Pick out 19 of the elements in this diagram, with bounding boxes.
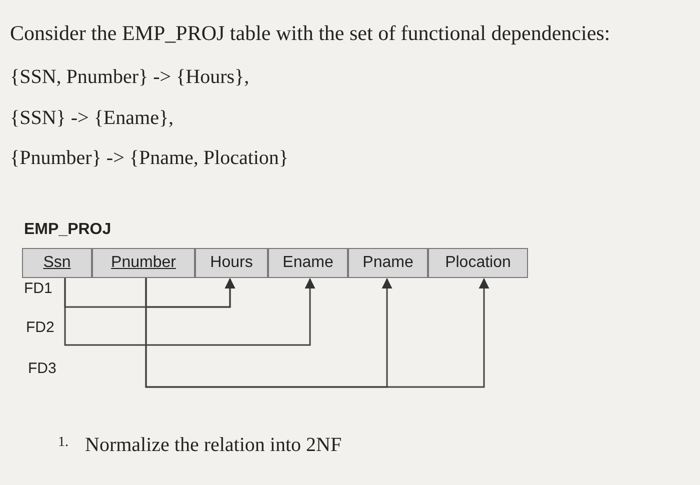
dependency-label: FD2 [26, 318, 54, 338]
table-name: EMP_PROJ [24, 220, 112, 240]
attribute-cell: Pname [348, 248, 428, 278]
dependency-arrow [64, 278, 316, 346]
dependency-label: FD1 [24, 279, 52, 299]
heading: Consider the EMP_PROJ table with the set of functional dependencies: [10, 20, 610, 47]
dependency-label: FD3 [28, 359, 56, 379]
text-line: {Pnumber} -> {Pname, Plocation} [10, 146, 289, 171]
text-line: Normalize the relation into 2NF [85, 433, 342, 458]
attribute-cell: Ename [268, 248, 348, 278]
text-line: {SSN, Pnumber} -> {Hours}, [10, 65, 250, 90]
attribute-cell: Hours [195, 248, 268, 278]
dependency-arrow [145, 278, 490, 388]
attribute-cell: Plocation [428, 248, 528, 278]
dependency-arrow [145, 278, 236, 308]
text-line: {SSN} -> {Ename}, [10, 106, 174, 131]
attribute-cell: Pnumber [92, 248, 195, 278]
attribute-cell: Ssn [22, 248, 92, 278]
list-number: 1. [58, 434, 68, 452]
